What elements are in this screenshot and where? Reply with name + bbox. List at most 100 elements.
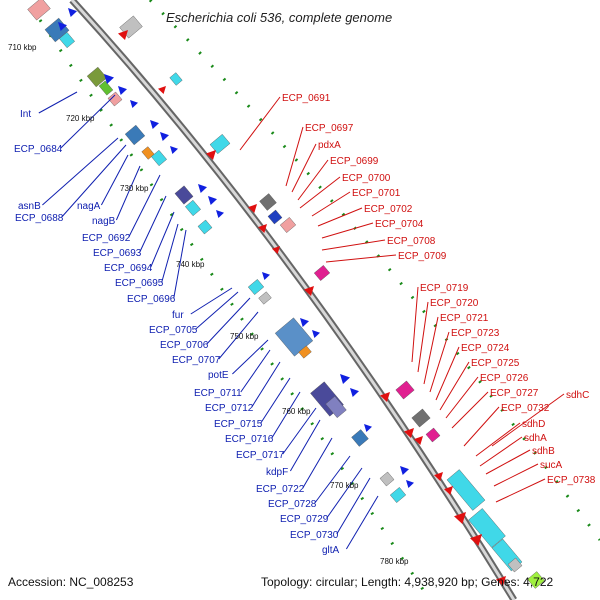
leader-line-right bbox=[451, 391, 489, 429]
leader-line-left bbox=[289, 419, 321, 472]
gene-label-right: ECP_0732 bbox=[501, 403, 550, 414]
reverse-gene-arrow bbox=[454, 512, 466, 524]
leader-line-left bbox=[139, 195, 167, 253]
gene-block bbox=[379, 471, 395, 487]
gene-label-left: asnB bbox=[18, 201, 41, 212]
gene-label-right: ECP_0725 bbox=[471, 358, 520, 369]
scale-tick-label: 710 kbp bbox=[8, 43, 37, 52]
reverse-gene-arrow bbox=[444, 486, 453, 495]
gene-block bbox=[446, 469, 486, 511]
forward-gene-arrow bbox=[262, 272, 270, 280]
leader-line-right bbox=[485, 449, 531, 475]
gene-block bbox=[169, 72, 183, 86]
leader-line-right bbox=[239, 96, 281, 151]
leader-line-left bbox=[128, 174, 161, 238]
gene-features bbox=[27, 0, 545, 589]
backbone bbox=[69, 0, 517, 600]
gene-label-left: ECP_0730 bbox=[290, 530, 339, 541]
forward-gene-arrow bbox=[208, 196, 217, 205]
leader-line-right bbox=[321, 239, 386, 251]
gene-label-right: ECP_0708 bbox=[387, 236, 436, 247]
leader-line-left bbox=[314, 455, 351, 504]
scale-track-inner bbox=[38, 19, 432, 600]
gene-label-left: Int bbox=[20, 109, 31, 120]
leader-line-left bbox=[218, 311, 259, 360]
leader-line-left bbox=[173, 229, 187, 299]
gene-block bbox=[151, 149, 167, 167]
gene-label-left: ECP_0711 bbox=[194, 388, 242, 399]
leader-line-right bbox=[291, 143, 317, 193]
leader-line-right bbox=[491, 393, 565, 447]
leader-line-right bbox=[321, 222, 374, 239]
forward-gene-arrow bbox=[118, 86, 127, 95]
reverse-gene-arrow bbox=[272, 246, 280, 254]
gene-label-right: ECP_0709 bbox=[398, 251, 447, 262]
gene-label-left: kdpF bbox=[266, 467, 288, 478]
reverse-gene-arrow bbox=[404, 428, 414, 438]
reverse-gene-arrow bbox=[304, 286, 314, 296]
leader-line-left bbox=[271, 391, 301, 439]
gene-block bbox=[267, 209, 283, 225]
gene-block bbox=[27, 0, 51, 21]
gene-label-left: ECP_0715 bbox=[214, 419, 263, 430]
leader-line-left bbox=[326, 467, 363, 519]
gene-label-right: ECP_0691 bbox=[282, 93, 331, 104]
scale-tick-label: 770 kbp bbox=[330, 481, 359, 490]
leader-line-right bbox=[285, 126, 304, 187]
forward-gene-arrow bbox=[312, 330, 320, 338]
gene-label-right: ECP_0699 bbox=[330, 156, 379, 167]
reverse-gene-arrow bbox=[206, 150, 216, 160]
gene-label-left: fur bbox=[172, 310, 184, 321]
accession-text: Accession: NC_008253 bbox=[8, 575, 134, 589]
gene-label-right: ECP_0727 bbox=[490, 388, 539, 399]
reverse-gene-arrow bbox=[496, 576, 506, 586]
leader-line-right bbox=[475, 422, 521, 457]
gene-label-left: ECP_0717 bbox=[236, 450, 285, 461]
gene-label-right: ECP_0720 bbox=[430, 298, 479, 309]
gene-label-left: ECP_0729 bbox=[280, 514, 329, 525]
gene-label-left: ECP_0706 bbox=[160, 340, 209, 351]
leader-line-right bbox=[429, 331, 450, 393]
forward-gene-arrow bbox=[216, 210, 224, 218]
reverse-gene-arrow bbox=[470, 534, 482, 546]
scale-track-outer bbox=[148, 0, 600, 541]
gene-block bbox=[141, 146, 155, 160]
leader-line-left bbox=[150, 211, 175, 268]
gene-label-left: ECP_0728 bbox=[268, 499, 317, 510]
leader-line-left bbox=[251, 361, 281, 408]
scale-tick-label: 760 kbp bbox=[282, 407, 311, 416]
leader-line-right bbox=[495, 478, 546, 503]
leader-line-right bbox=[463, 406, 500, 447]
leader-line-left bbox=[206, 297, 251, 345]
scale-tick-label: 750 kbp bbox=[230, 332, 259, 341]
gene-label-right: ECP_0724 bbox=[461, 343, 510, 354]
scale-tick-label: 780 kbp bbox=[380, 557, 409, 566]
gene-block bbox=[279, 217, 297, 233]
gene-label-left: nagA bbox=[77, 201, 101, 212]
scale-tick-label: 730 kbp bbox=[120, 184, 149, 193]
gene-block bbox=[298, 345, 312, 359]
leader-line-left bbox=[38, 91, 78, 114]
leader-line-left bbox=[282, 407, 317, 455]
leader-line-right bbox=[297, 159, 329, 201]
gene-label-left: ECP_0707 bbox=[172, 355, 221, 366]
forward-gene-arrow bbox=[160, 132, 169, 141]
leader-line-right bbox=[299, 176, 341, 209]
gene-label-left: nagB bbox=[92, 216, 116, 227]
gene-block bbox=[411, 408, 431, 428]
gene-block bbox=[209, 133, 231, 155]
leader-line-right bbox=[479, 436, 523, 467]
gene-block bbox=[425, 427, 441, 443]
leader-line-left bbox=[115, 165, 141, 221]
gene-label-right: sdhC bbox=[566, 390, 589, 401]
gene-block bbox=[124, 124, 146, 146]
gene-block bbox=[107, 91, 123, 107]
leader-line-right bbox=[439, 361, 470, 411]
gene-label-right: sdhB bbox=[532, 446, 555, 457]
forward-gene-arrow bbox=[198, 184, 207, 193]
leader-line-right bbox=[311, 191, 351, 217]
gene-label-left: potE bbox=[208, 370, 229, 381]
gene-label-right: ECP_0738 bbox=[547, 475, 596, 486]
forward-gene-arrow bbox=[104, 74, 114, 84]
